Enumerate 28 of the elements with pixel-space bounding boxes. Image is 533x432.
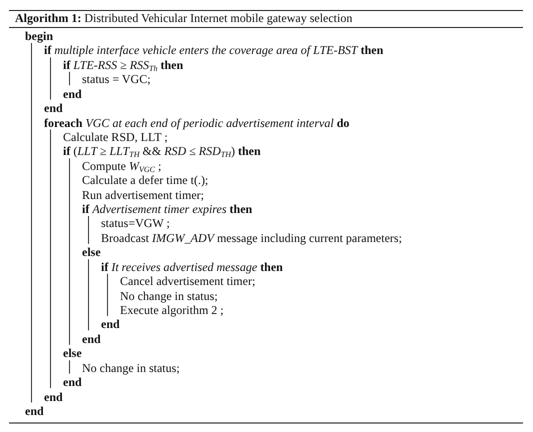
pseudocode-line: end [44, 101, 63, 116]
pseudocode-line: if multiple interface vehicle enters the coverage area of LTE-BST then [44, 43, 384, 58]
pseudocode-line: Calculate RSD, LLT ; [63, 130, 168, 144]
pseudocode-line: Run advertisement timer; [82, 188, 204, 202]
pseudocode-line: end [25, 404, 44, 418]
pseudocode-line: if Advertisement timer expires then [82, 202, 252, 216]
pseudocode-line: Cancel advertisement timer; [120, 274, 256, 288]
pseudocode-line: status = VGC; [82, 72, 151, 86]
pseudocode-line: if (LLT ≥ LLT$_{TH}$ && RSD ≤ RSD$_{TH}$) then [63, 144, 261, 162]
pseudocode-line: end [101, 317, 120, 332]
pseudocode-line: Broadcast IMGW_ADV message including current parameters; [101, 230, 402, 245]
pseudocode-line: foreach VGC at each end of periodic advertisement interval do [44, 116, 350, 130]
pseudocode-line: Calculate a defer time t(.); [82, 173, 208, 188]
pseudocode-line: end [63, 86, 82, 101]
pseudocode-line: if LTE-RSS ≥ RSS$_{Th}$ then [63, 58, 184, 75]
pseudocode-line: end [82, 332, 101, 346]
algorithm-title: Algorithm 1: Distributed Vehicular Internet mobile gateway selection [15, 11, 352, 25]
pseudocode-line: else [63, 346, 82, 360]
pseudocode-line: Compute W$_{VGC}$ ; [82, 158, 162, 176]
pseudocode-line: if It receives advertised message then [101, 260, 283, 274]
pseudocode-line: else [82, 245, 101, 260]
pseudocode-line: Execute algorithm 2 ; [120, 302, 224, 317]
pseudocode-line: begin [25, 29, 54, 43]
pseudocode-line: end [44, 390, 63, 404]
pseudocode-line: No change in status; [120, 288, 218, 303]
pseudocode-line: No change in status; [82, 360, 180, 375]
pseudocode-line: status=VGW ; [101, 216, 170, 230]
pseudocode-line: end [63, 375, 82, 390]
